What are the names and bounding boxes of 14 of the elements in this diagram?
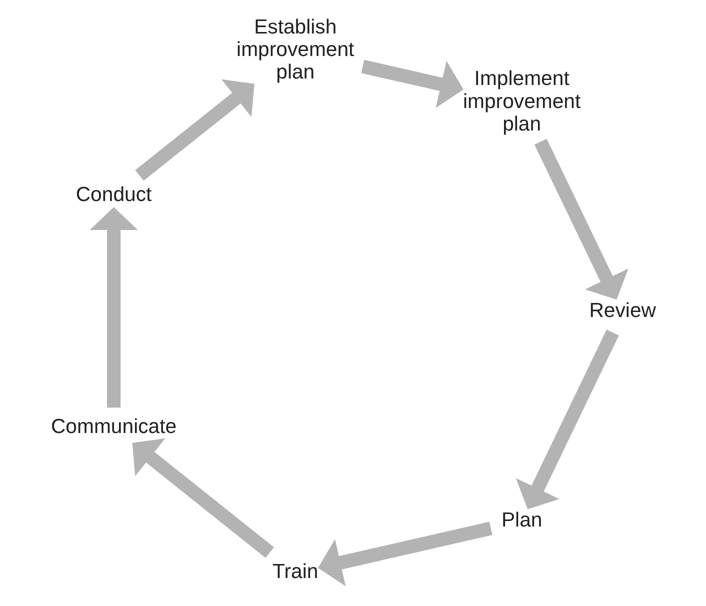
node-text: Review bbox=[588, 300, 656, 322]
node-text: Communicate bbox=[50, 416, 176, 438]
arrow bbox=[534, 138, 628, 300]
node-text: Train bbox=[272, 560, 318, 583]
arrow bbox=[89, 207, 138, 408]
arrow bbox=[317, 522, 492, 586]
node-text: Plan bbox=[500, 509, 542, 532]
node-text: Establish improvement plan bbox=[236, 16, 354, 84]
arrow bbox=[515, 330, 618, 510]
arrow bbox=[134, 79, 254, 181]
arrow bbox=[360, 60, 464, 108]
node-text: Implement improvement plan bbox=[462, 68, 580, 136]
arrow bbox=[132, 438, 274, 558]
node-text: Conduct bbox=[75, 184, 152, 206]
